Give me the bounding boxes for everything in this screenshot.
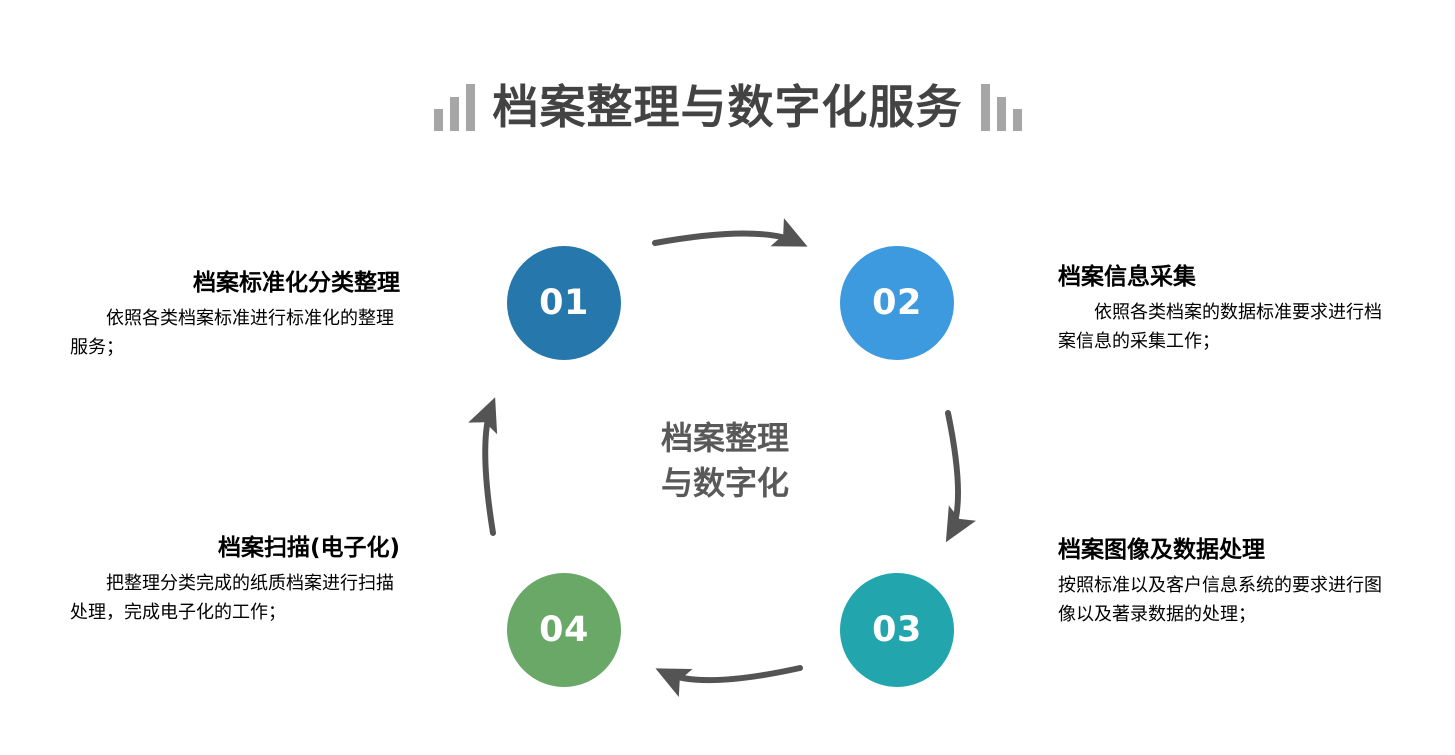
step-text-02: 档案信息采集 依照各类档案的数据标准要求进行档案信息的采集工作； xyxy=(1058,264,1388,356)
step-heading-04: 档案扫描(电子化) xyxy=(217,535,400,561)
step-text-04: 档案扫描(电子化) 把整理分类完成的纸质档案进行扫描处理，完成电子化的工作； xyxy=(70,535,400,627)
arrow-02-to-03 xyxy=(945,410,976,543)
center-label: 档案整理 与数字化 xyxy=(565,416,885,507)
step-heading-02: 档案信息采集 xyxy=(1058,264,1196,290)
page-title-text: 档案整理与数字化服务 xyxy=(492,80,963,134)
arrow-04-to-01 xyxy=(468,397,498,536)
step-circle-04[interactable]: 04 xyxy=(507,573,621,687)
center-label-line1: 档案整理 xyxy=(660,419,789,457)
step-circle-03[interactable]: 03 xyxy=(840,573,954,687)
step-body-02: 依照各类档案的数据标准要求进行档案信息的采集工作； xyxy=(1058,301,1382,352)
arrow-03-to-04 xyxy=(655,665,803,698)
step-text-03: 档案图像及数据处理 按照标准以及客户信息系统的要求进行图像以及著录数据的处理； xyxy=(1058,537,1388,629)
step-circle-02[interactable]: 02 xyxy=(840,246,954,360)
step-number-01: 01 xyxy=(539,283,589,323)
step-body-03: 按照标准以及客户信息系统的要求进行图像以及著录数据的处理； xyxy=(1058,574,1382,625)
page-title: 档案整理与数字化服务 xyxy=(0,74,1455,140)
center-label-line2: 与数字化 xyxy=(660,464,789,503)
step-body-01: 依照各类档案标准进行标准化的整理服务； xyxy=(70,307,394,358)
step-heading-01: 档案标准化分类整理 xyxy=(193,270,400,296)
step-number-04: 04 xyxy=(539,610,589,650)
step-number-02: 02 xyxy=(872,283,922,323)
step-body-04: 把整理分类完成的纸质档案进行扫描处理，完成电子化的工作； xyxy=(70,572,394,623)
step-heading-03: 档案图像及数据处理 xyxy=(1058,537,1265,563)
bar-chart-decoration-left-icon xyxy=(433,83,475,131)
arrow-01-to-02 xyxy=(652,218,808,247)
bar-chart-decoration-right-icon xyxy=(980,83,1022,131)
step-number-03: 03 xyxy=(872,610,922,650)
step-text-01: 档案标准化分类整理 依照各类档案标准进行标准化的整理服务； xyxy=(70,270,400,362)
step-circle-01[interactable]: 01 xyxy=(507,246,621,360)
